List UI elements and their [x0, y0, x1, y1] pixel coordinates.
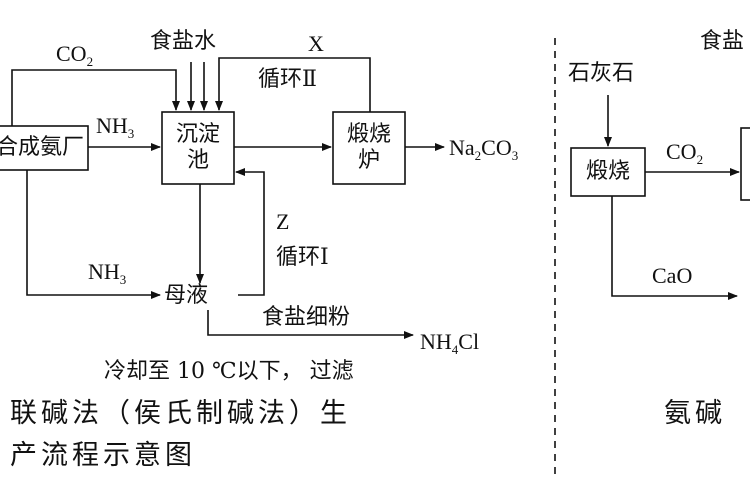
cao-arrow — [611, 196, 738, 300]
ammonia-plant-box — [0, 125, 89, 171]
co2-label: CO2 — [56, 41, 94, 70]
cycle2-label: 循环Ⅱ — [258, 67, 317, 92]
furnace-text: 煅烧炉 — [346, 122, 391, 173]
salt-powder-label: 食盐细粉 — [262, 305, 351, 330]
z-label: Z — [276, 209, 290, 234]
nh3-top-label: NH3 — [96, 113, 135, 142]
mother-liquor-label: 母液 — [164, 283, 209, 308]
caption-partial-right: 氨碱 — [664, 398, 726, 429]
cooling-label: 冷却至 10 ℃以下， 过滤 — [104, 359, 354, 384]
cao-label: CaO — [652, 263, 693, 288]
mother-liquor-to-nh4cl-arrow — [207, 310, 414, 339]
settling-tank-text: 沉淀池 — [175, 122, 220, 173]
calcine-box — [570, 147, 646, 197]
brine-partial-label: 食盐 — [700, 29, 745, 54]
partial-box-right — [740, 127, 750, 201]
na2co3-label: Na2CO3 — [449, 135, 519, 164]
co2-right-label: CO2 — [666, 139, 704, 168]
cycle1-label: 循环Ⅰ — [276, 245, 329, 270]
caption-line-1: 联碱法（侯氏制碱法）生 — [10, 398, 351, 429]
furnace-box — [332, 111, 406, 185]
nh4cl-label: NH4Cl — [420, 329, 480, 358]
co2-arrow — [11, 69, 180, 126]
settling-tank-box — [161, 111, 235, 185]
limestone-label: 石灰石 — [568, 61, 635, 86]
nh3-to-mother-liquor-arrow — [26, 170, 161, 299]
brine-label: 食盐水 — [150, 29, 217, 54]
calcine-text: 煅烧 — [585, 159, 630, 184]
cycle2-arrow — [215, 57, 371, 112]
x-label: X — [308, 31, 324, 56]
caption-line-2: 产流程示意图 — [10, 440, 196, 471]
nh3-bottom-label: NH3 — [88, 259, 127, 288]
cycle1-arrow — [235, 168, 265, 296]
ammonia-plant-text: 合成氨厂 — [0, 135, 85, 160]
